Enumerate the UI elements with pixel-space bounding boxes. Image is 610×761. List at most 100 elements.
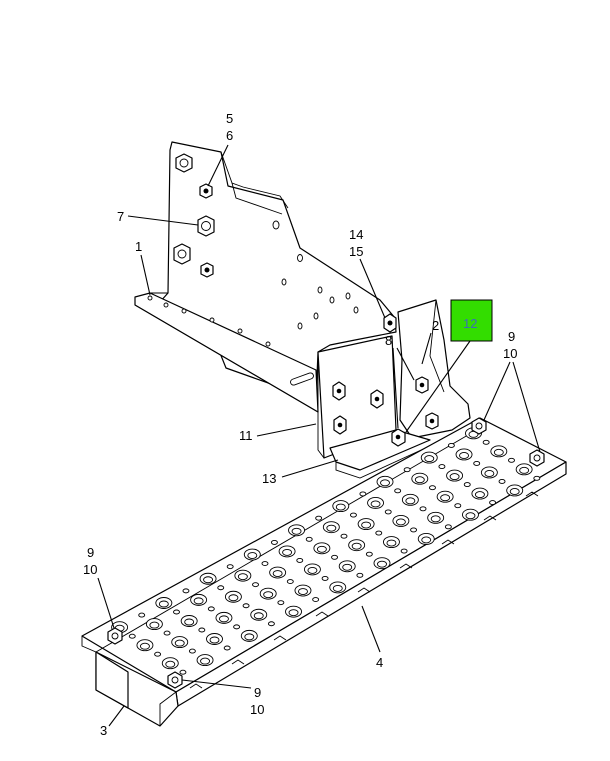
callout-7: 7 — [117, 209, 124, 224]
callout-3: 3 — [100, 723, 107, 738]
tread-hole — [463, 482, 471, 488]
callout-9-left: 9 — [87, 545, 94, 560]
tread-dimple-inner — [244, 633, 255, 641]
callout-13: 13 — [262, 471, 276, 486]
tread-hole — [410, 527, 418, 533]
callout-2: 2 — [432, 318, 439, 333]
tread-dimple-inner — [342, 563, 353, 571]
tread-dimple-inner — [200, 657, 211, 665]
callout-1: 1 — [135, 239, 142, 254]
tread-dimple-inner — [459, 452, 469, 459]
tread-dimple-inner — [203, 576, 214, 584]
tread-hole — [188, 648, 196, 654]
tread-dimple-inner — [449, 473, 460, 481]
tread-hole — [277, 600, 285, 606]
tread-dimple-inner — [332, 584, 343, 592]
tread-dimple-inner — [386, 539, 397, 547]
tread-dimple-inner — [298, 588, 308, 595]
callout-12: 12 — [463, 316, 477, 331]
tread-hole — [403, 467, 411, 473]
tread-hole — [447, 443, 455, 448]
tread-hole — [154, 651, 162, 657]
tread-dimple-inner — [139, 642, 150, 650]
callout-10-top: 10 — [503, 346, 517, 361]
callout-8: 8 — [385, 333, 392, 348]
tread-hole — [138, 612, 146, 618]
tread-hole — [498, 479, 506, 484]
tread-hole — [444, 524, 452, 530]
leader-lines — [97, 144, 541, 727]
tread-dimple-inner — [291, 527, 302, 535]
tread-hole — [315, 515, 323, 521]
tread-dimple-inner — [174, 639, 185, 647]
mounting-bracket — [134, 141, 397, 413]
tread-hole — [312, 597, 320, 602]
tread-hole — [473, 461, 481, 466]
tread-dimple-inner — [370, 500, 381, 508]
tread-hole — [400, 548, 408, 554]
tread-dimple-inner — [288, 609, 299, 617]
tread-dimple-inner — [219, 615, 229, 623]
tread-hole — [128, 633, 136, 639]
tread-hole — [261, 561, 269, 566]
tread-dimple-inner — [440, 494, 451, 502]
tread-hole — [242, 603, 250, 609]
callout-5: 5 — [226, 111, 233, 126]
tread-dimples — [111, 427, 541, 675]
tread-dimple-inner — [509, 488, 520, 495]
spacer-plate — [317, 335, 431, 479]
tread-hole — [359, 491, 367, 497]
tread-dimple-inner — [493, 448, 504, 456]
tread-hole — [438, 464, 446, 470]
tread-hole — [349, 512, 357, 518]
tread-hole — [267, 621, 275, 627]
tread-dimple-inner — [165, 660, 176, 668]
callout-15: 15 — [349, 244, 363, 259]
tread-dimple-inner — [263, 591, 274, 599]
tread-hole — [429, 485, 436, 491]
tread-dimple-inner — [253, 612, 264, 620]
highlight-box-12 — [450, 299, 493, 342]
tread-dimple-inner — [414, 476, 425, 484]
callout-9-top: 9 — [508, 329, 515, 344]
tread-hole — [340, 533, 348, 539]
tread-hole — [331, 554, 338, 560]
tread-dimple-inner — [228, 594, 239, 602]
tread-hole — [533, 475, 541, 481]
tread-dimple-inner — [209, 636, 220, 644]
tread-hole — [482, 439, 490, 445]
tread-hole — [286, 579, 294, 584]
tread-dimple-inner — [380, 479, 390, 487]
tread-dimple-inner — [184, 618, 195, 626]
tread-dimple-inner — [465, 512, 476, 520]
tread-dimple-inner — [282, 548, 293, 556]
tread-hole — [489, 500, 497, 506]
tread-hole — [173, 609, 180, 615]
tread-dimple-inner — [158, 600, 169, 608]
tread-hole — [217, 585, 225, 591]
tread-dimple-inner — [237, 573, 248, 581]
tread-hole — [321, 575, 329, 581]
callout-10-left: 10 — [83, 562, 97, 577]
bracket-hex-nuts — [173, 153, 215, 278]
tread-dimple-inner — [395, 518, 406, 526]
tread-dimple-inner — [316, 545, 327, 553]
lower-step-bracket — [95, 651, 129, 709]
tread-hole — [163, 630, 171, 636]
tread-hole — [198, 627, 206, 633]
tread-dimple-inner — [307, 566, 318, 574]
tread-hole — [384, 509, 392, 515]
tread-dimple-inner — [405, 497, 416, 505]
tread-hole — [270, 539, 278, 545]
tread-dimple-inner — [361, 521, 372, 529]
tread-dimple-inner — [424, 455, 435, 463]
tread-dimple-inner — [377, 560, 387, 568]
callout-9-bottom: 9 — [254, 685, 261, 700]
tread-hole — [454, 503, 462, 509]
callout-11: 11 — [239, 428, 253, 443]
callout-6: 6 — [226, 128, 233, 143]
tread-dimple-inner — [326, 524, 337, 532]
callout-4: 4 — [376, 655, 383, 670]
